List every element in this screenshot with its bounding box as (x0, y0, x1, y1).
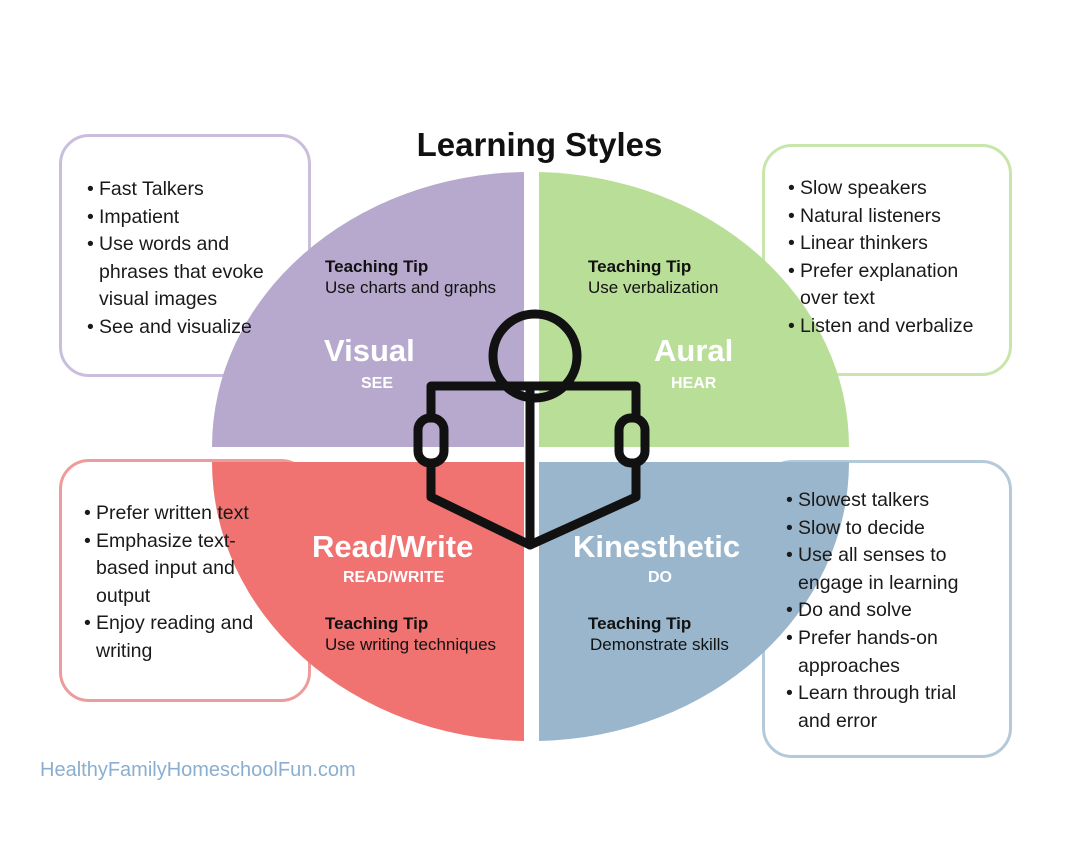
read-write-traits-list: Prefer written text Emphasize text-based… (84, 500, 274, 666)
list-item: Do and solve (786, 597, 981, 625)
visual-tip-text: Use charts and graphs (325, 278, 497, 297)
list-item: Listen and verbalize (788, 313, 993, 341)
read-write-label: Read/Write (312, 529, 474, 564)
list-item: Enjoy reading and writing (84, 610, 274, 665)
list-item: Fast Talkers (87, 176, 287, 204)
list-item: Learn through trial and error (786, 680, 981, 735)
visual-tip-heading: Teaching Tip (325, 257, 429, 276)
read-write-sublabel: READ/WRITE (343, 569, 445, 586)
list-item: Use all senses to engage in learning (786, 542, 981, 597)
visual-quadrant (212, 172, 524, 447)
list-item: Use words and phrases that evoke visual … (87, 231, 287, 314)
kinesthetic-traits-list: Slowest talkers Slow to decide Use all s… (786, 487, 981, 735)
read-write-quadrant (212, 462, 524, 741)
list-item: Slow speakers (788, 175, 993, 203)
list-item: Natural listeners (788, 203, 993, 231)
page-title: Learning Styles (416, 126, 663, 163)
person-reading-book-icon (413, 309, 650, 550)
kinesthetic-tip-text: Demonstrate skills (590, 635, 729, 654)
list-item: Emphasize text-based input and output (84, 528, 274, 611)
visual-traits-list: Fast Talkers Impatient Use words and phr… (87, 176, 287, 342)
footer-website: HealthyFamilyHomeschoolFun.com (40, 759, 356, 781)
kinesthetic-label: Kinesthetic (573, 529, 741, 564)
aural-sublabel: HEAR (671, 375, 717, 392)
visual-sublabel: SEE (361, 375, 394, 392)
kinesthetic-quadrant (539, 462, 849, 741)
list-item: Prefer explanation over text (788, 258, 993, 313)
kinesthetic-tip-heading: Teaching Tip (588, 614, 692, 633)
list-item: Slowest talkers (786, 487, 981, 515)
kinesthetic-sublabel: DO (648, 569, 672, 586)
aural-quadrant (539, 172, 850, 447)
list-item: Prefer written text (84, 500, 274, 528)
list-item: Linear thinkers (788, 230, 993, 258)
read-write-tip-heading: Teaching Tip (325, 614, 429, 633)
aural-label: Aural (654, 333, 734, 368)
list-item: See and visualize (87, 314, 287, 342)
aural-traits-list: Slow speakers Natural listeners Linear t… (788, 175, 993, 341)
list-item: Impatient (87, 204, 287, 232)
aural-tip-heading: Teaching Tip (588, 257, 692, 276)
list-item: Prefer hands-on approaches (786, 625, 981, 680)
visual-label: Visual (324, 333, 415, 368)
read-write-tip-text: Use writing techniques (325, 635, 497, 654)
aural-tip-text: Use verbalization (588, 278, 719, 297)
list-item: Slow to decide (786, 515, 981, 543)
